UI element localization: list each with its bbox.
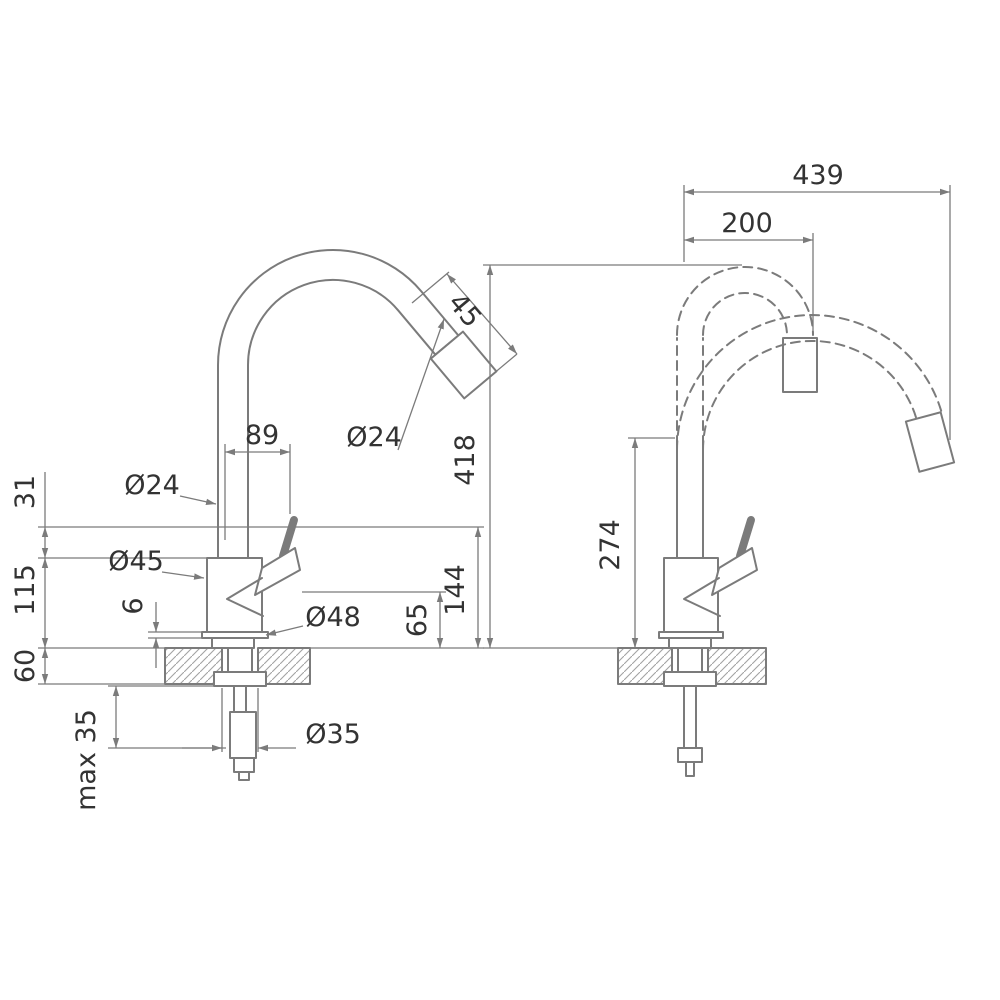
dim-spout-tube-diameter: Ø24	[346, 318, 445, 453]
lever-rod	[279, 516, 298, 560]
dim-label-spout-reach: 200	[721, 208, 773, 239]
front-view	[164, 249, 498, 781]
faucet-body-side	[658, 444, 724, 649]
base-skirt	[211, 637, 255, 649]
dim-outlet-height: 274	[595, 437, 675, 648]
side-view	[617, 266, 956, 777]
dim-label-body-total-height: 144	[440, 564, 471, 616]
faucet-body	[201, 557, 269, 649]
aerator-tip	[429, 330, 498, 400]
dim-body-total-height: 144	[440, 527, 482, 648]
countertop-side	[617, 647, 767, 685]
dim-left-chain: 31 115 60	[10, 472, 484, 685]
mixer-handle	[226, 516, 301, 617]
countertop	[164, 647, 311, 685]
dim-total-reach: 439	[683, 160, 951, 440]
dim-spout-offset: 89	[224, 420, 291, 540]
dim-max-mounting-thickness: max 35	[71, 685, 226, 811]
dim-label-total-reach: 439	[792, 160, 844, 191]
hose-fitting	[233, 757, 255, 773]
dim-label-base-plate-height: 6	[118, 597, 149, 614]
dim-label-outlet-height: 274	[595, 519, 626, 571]
dim-total-height: 418	[450, 264, 742, 649]
shank	[227, 647, 253, 673]
dim-label-lower-body-height: 65	[402, 603, 433, 637]
aerator-position-a	[782, 337, 818, 393]
dim-label-hole-diameter: Ø35	[305, 719, 361, 750]
mounting-hardware	[213, 647, 267, 781]
dim-hole-diameter: Ø35	[182, 688, 361, 752]
dim-label-spout-tip-length: 45	[442, 287, 488, 333]
dim-label-total-height: 418	[450, 434, 481, 486]
dim-spout-reach: 200	[684, 208, 814, 334]
braided-hose	[229, 711, 257, 759]
dimensions-side-view: 439 200 418 274	[450, 160, 951, 649]
mounting-bracket	[213, 671, 267, 687]
dim-label-base-diameter: Ø48	[305, 602, 361, 633]
dim-body-diameter: Ø45	[108, 546, 205, 580]
dim-label-counter-thickness: 60	[10, 649, 41, 683]
dim-label-body-diameter: Ø45	[108, 546, 164, 577]
dim-label-spout-offset: 89	[245, 420, 279, 451]
threaded-stud	[233, 685, 247, 713]
mixer-handle-side	[683, 516, 758, 617]
dim-base-plate-height: 6	[118, 597, 202, 668]
dimensions-front-view: 45 89 Ø24 Ø24 31 115 6	[10, 271, 518, 811]
fitting-tail	[238, 771, 250, 781]
dim-label-body-height: 115	[10, 564, 41, 616]
body-chevron	[226, 577, 264, 617]
dim-lower-body-height: 65	[302, 591, 446, 648]
dim-label-riser-diameter: Ø24	[124, 470, 180, 501]
swivel-spout-positions	[676, 266, 956, 473]
aerator-position-b	[904, 411, 956, 473]
dim-riser-diameter: Ø24	[124, 470, 217, 505]
dim-label-spout-tube-diameter: Ø24	[346, 422, 402, 453]
mounting-nut	[677, 747, 703, 763]
dim-label-lever-height: 31	[10, 475, 41, 509]
dim-label-max-mounting-thickness: max 35	[71, 709, 102, 811]
dim-base-diameter: Ø48	[265, 602, 361, 636]
handle-block	[254, 547, 301, 596]
mounting-hardware-side	[663, 647, 717, 777]
